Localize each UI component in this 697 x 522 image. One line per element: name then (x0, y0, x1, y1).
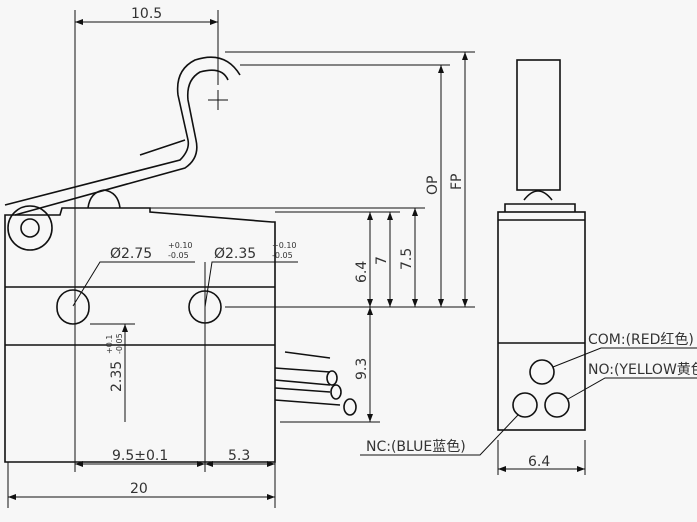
hole-vertical-tol-plus: +0.1 (105, 335, 114, 354)
label-nc-wire: NC:(BLUE蓝色) (366, 438, 466, 455)
lever-arm (4, 56, 241, 251)
hole1-tol-minus: -0.05 (168, 251, 189, 260)
hole-vertical-tol-minus: -0.05 (115, 333, 124, 354)
label-com-wire: COM:(RED红色) (588, 331, 694, 348)
switch-body-front (4, 189, 276, 463)
wires (274, 351, 357, 416)
switch-body-side (360, 59, 697, 475)
dim-side-width: 6.4 (528, 454, 550, 470)
hole2-tol-minus: -0.05 (272, 251, 293, 260)
dim-lever-offset: 10.5 (131, 6, 162, 22)
dim-fp: FP (449, 174, 465, 191)
dim-hole-vertical: 2.35 (109, 361, 125, 392)
dim-6-4: 6.4 (354, 261, 370, 283)
dim-length: 20 (130, 481, 148, 497)
hole1-diameter: Ø2.75 (110, 246, 152, 262)
dim-op: OP (425, 176, 441, 195)
hole2-tol-plus: +0.10 (272, 241, 297, 250)
dim-edge: 5.3 (228, 448, 250, 464)
hole1-tol-plus: +0.10 (168, 241, 193, 250)
dim-9-3: 9.3 (354, 358, 370, 380)
hole2-diameter: Ø2.35 (214, 246, 256, 262)
dim-pitch: 9.5±0.1 (112, 448, 168, 464)
dim-7-5: 7.5 (399, 248, 415, 270)
dim-7: 7 (374, 256, 390, 265)
label-no-wire: NO:(YELLOW黄色) (588, 361, 697, 378)
dimension-lines (7, 10, 475, 508)
